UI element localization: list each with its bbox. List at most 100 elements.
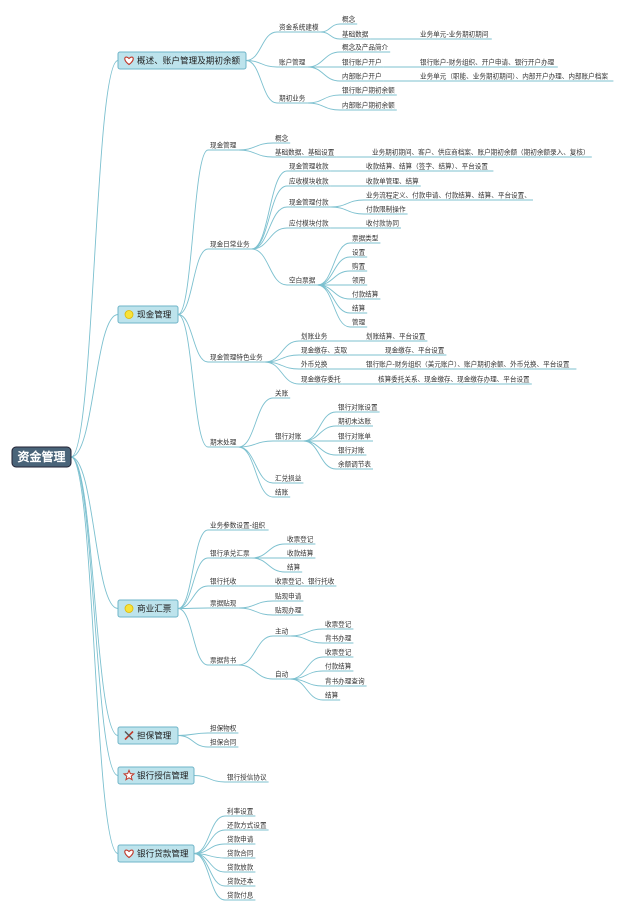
topic-node[interactable]: 结算 bbox=[287, 563, 301, 572]
topic-node[interactable]: 账户管理 bbox=[279, 58, 306, 67]
topic-node[interactable]: 结算 bbox=[352, 304, 366, 313]
topic-node[interactable]: 还款方式设置 bbox=[227, 821, 267, 830]
topic-node[interactable]: 收票登记、银行托收 bbox=[275, 577, 335, 586]
topic-node[interactable]: 期末处理 bbox=[210, 438, 237, 447]
branch-label: 担保管理 bbox=[137, 730, 172, 742]
topic-node[interactable]: 银行对账设置 bbox=[338, 403, 378, 412]
topic-node[interactable]: 银行账户期初余额 bbox=[342, 86, 395, 95]
heart-icon bbox=[124, 849, 134, 859]
branch-label: 银行贷款管理 bbox=[137, 848, 189, 860]
branch-6[interactable]: 银行贷款管理 bbox=[117, 844, 195, 863]
topic-node[interactable]: 银行对账 bbox=[338, 446, 365, 455]
root-node[interactable] bbox=[11, 446, 72, 468]
branch-label: 银行授信管理 bbox=[137, 770, 189, 782]
topic-node[interactable]: 期初业务 bbox=[279, 94, 306, 103]
topic-node[interactable]: 空白票据 bbox=[289, 276, 316, 285]
topic-node[interactable]: 结账 bbox=[275, 488, 289, 497]
topic-node[interactable]: 概念 bbox=[275, 134, 289, 143]
topic-node[interactable]: 关账 bbox=[275, 389, 289, 398]
topic-node[interactable]: 资金系统建模 bbox=[279, 23, 319, 32]
star-icon bbox=[122, 768, 136, 781]
topic-node[interactable]: 收款结算 bbox=[287, 549, 314, 558]
topic-node[interactable]: 付款结算 bbox=[325, 662, 352, 671]
branch-2[interactable]: 现金管理 bbox=[117, 305, 179, 324]
topic-node[interactable]: 内部账户期初余额 bbox=[342, 101, 395, 110]
topic-node[interactable]: 贷款申请 bbox=[227, 835, 254, 844]
topic-node[interactable]: 现金管理 bbox=[210, 141, 237, 150]
topic-node[interactable]: 概念及产品简介 bbox=[342, 43, 389, 52]
branch-3[interactable]: 商业汇票 bbox=[117, 599, 179, 618]
topic-node[interactable]: 业务期初期间、客户、供应商档案、账户期初余额（期初余额录入、复核） bbox=[372, 148, 590, 157]
topic-node[interactable]: 领用 bbox=[352, 276, 365, 285]
topic-node[interactable]: 现金管理付款 bbox=[289, 198, 329, 207]
topic-node[interactable]: 核算委托关系、现金缴存、现金缴存办理、平台设置 bbox=[378, 375, 530, 384]
topic-node[interactable]: 银行对账单 bbox=[338, 432, 371, 441]
topic-node[interactable]: 担保合同 bbox=[210, 738, 237, 747]
topic-node[interactable]: 利率设置 bbox=[227, 807, 254, 816]
topic-node[interactable]: 收付款协同 bbox=[366, 219, 399, 228]
topic-node[interactable]: 背书办理 bbox=[325, 634, 352, 643]
topic-node[interactable]: 业务单元（职能、业务期初期间）、内部开户办理、内部账户档案 bbox=[420, 72, 608, 81]
topic-node[interactable]: 余额调节表 bbox=[338, 460, 371, 469]
topic-node[interactable]: 基础数据、基础设置 bbox=[275, 148, 335, 157]
topic-node[interactable]: 现金缴存、平台设置 bbox=[385, 346, 445, 355]
topic-node[interactable]: 现金缴存、支取 bbox=[301, 346, 348, 355]
branch-box bbox=[117, 599, 179, 618]
branch-1[interactable]: 概述、账户管理及期初余额 bbox=[117, 51, 247, 70]
topic-node[interactable]: 银行账户开户 bbox=[342, 58, 382, 67]
topic-node[interactable]: 银行账户-财务组织（美元账户）、账户期初余额、外币兑换、平台设置 bbox=[366, 360, 570, 369]
topic-node[interactable]: 管理 bbox=[352, 318, 366, 327]
topic-node[interactable]: 应收模块收款 bbox=[289, 177, 329, 186]
topic-node[interactable]: 业务单元-业务期初期间 bbox=[420, 30, 489, 39]
topic-node[interactable]: 银行账户-财务组织、开户申请、银行开户办理 bbox=[420, 58, 555, 67]
topic-node[interactable]: 现金管理收款 bbox=[289, 162, 329, 171]
topic-node[interactable]: 贷款付息 bbox=[227, 891, 254, 900]
topic-node[interactable]: 收票登记 bbox=[287, 535, 314, 544]
topic-node[interactable]: 自动 bbox=[275, 670, 289, 679]
topic-node[interactable]: 内部账户开户 bbox=[342, 72, 382, 81]
topic-node[interactable]: 收款结算、结算（签字、结算）、平台设置 bbox=[366, 162, 488, 171]
topic-node[interactable]: 业务流程定义、付款申请、付款结算、结算、平台设置、 bbox=[366, 191, 531, 200]
topic-node[interactable]: 票据背书 bbox=[210, 656, 237, 665]
topic-node[interactable]: 主动 bbox=[275, 627, 289, 636]
topic-node[interactable]: 银行对账 bbox=[275, 432, 302, 441]
topic-node[interactable]: 划账业务 bbox=[301, 332, 328, 341]
topic-node[interactable]: 贴现申请 bbox=[275, 592, 302, 601]
topic-node[interactable]: 票据贴现 bbox=[210, 599, 237, 608]
topic-node[interactable]: 背书办理查询 bbox=[325, 677, 365, 686]
topic-node[interactable]: 应付模块付款 bbox=[289, 219, 329, 228]
heart-icon bbox=[124, 56, 134, 66]
topic-node[interactable]: 现金缴存委托 bbox=[301, 375, 341, 384]
topic-node[interactable]: 贷款放款 bbox=[227, 863, 254, 872]
topic-node[interactable]: 购置 bbox=[352, 262, 366, 271]
topic-node[interactable]: 结算 bbox=[325, 691, 339, 700]
topic-node[interactable]: 收票登记 bbox=[325, 648, 352, 657]
branch-5[interactable]: 银行授信管理 bbox=[117, 766, 195, 785]
topic-node[interactable]: 划账结算、平台设置 bbox=[366, 332, 426, 341]
branch-box bbox=[117, 305, 179, 324]
topic-node[interactable]: 收款单管理、结算 bbox=[366, 177, 419, 186]
topic-node[interactable]: 票据类型 bbox=[352, 234, 379, 243]
branch-box bbox=[117, 766, 195, 785]
branch-box bbox=[117, 51, 247, 70]
topic-node[interactable]: 业务参数设置-组织 bbox=[210, 521, 266, 530]
topic-node[interactable]: 外币兑换 bbox=[301, 360, 328, 369]
branch-4[interactable]: 担保管理 bbox=[117, 726, 179, 745]
topic-node[interactable]: 设置 bbox=[352, 248, 366, 257]
topic-node[interactable]: 基础数据 bbox=[342, 30, 369, 39]
topic-node[interactable]: 现金管理特色业务 bbox=[210, 353, 263, 362]
topic-node[interactable]: 期初未达账 bbox=[338, 417, 371, 426]
topic-node[interactable]: 担保物权 bbox=[210, 724, 237, 733]
topic-node[interactable]: 付款限制操作 bbox=[366, 205, 406, 214]
topic-node[interactable]: 贴现办理 bbox=[275, 606, 302, 615]
topic-node[interactable]: 银行托收 bbox=[210, 577, 237, 586]
topic-node[interactable]: 汇兑损益 bbox=[275, 474, 302, 483]
topic-node[interactable]: 贷款合同 bbox=[227, 849, 254, 858]
topic-node[interactable]: 银行承兑汇票 bbox=[210, 549, 250, 558]
topic-node[interactable]: 银行授信协议 bbox=[227, 773, 267, 782]
topic-node[interactable]: 收票登记 bbox=[325, 620, 352, 629]
topic-node[interactable]: 贷款还本 bbox=[227, 877, 254, 886]
topic-node[interactable]: 付款结算 bbox=[352, 290, 379, 299]
topic-node[interactable]: 现金日常业务 bbox=[210, 240, 250, 249]
topic-node[interactable]: 概念 bbox=[342, 15, 356, 24]
